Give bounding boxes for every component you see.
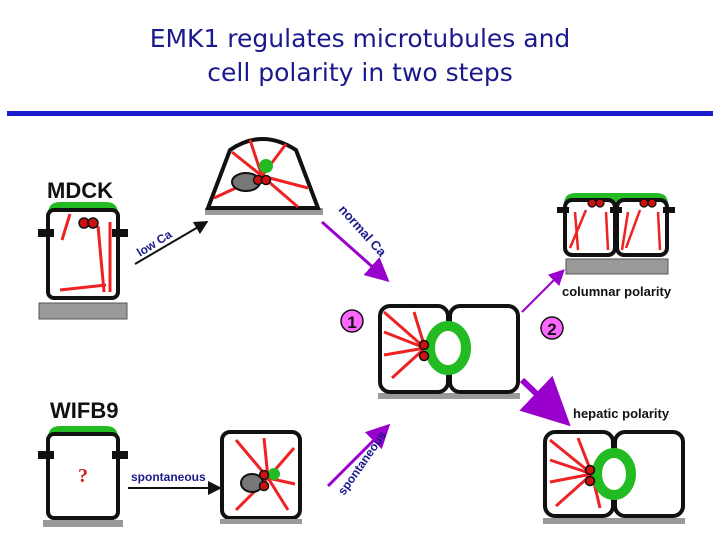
low-ca-arrow xyxy=(134,220,209,265)
spontaneous-label-horizontal: spontaneous xyxy=(131,470,206,484)
apical-lumen xyxy=(592,448,636,500)
hepatic-polarity-label: hepatic polarity xyxy=(573,406,670,421)
step2-badge xyxy=(540,316,564,340)
hepatic-arrow xyxy=(519,375,571,427)
columnar-doublet xyxy=(557,193,675,275)
centrosome xyxy=(258,480,270,492)
centrosome xyxy=(587,198,597,208)
centrosome xyxy=(260,174,272,186)
tight-junction xyxy=(112,229,128,237)
tight-junction xyxy=(610,207,622,213)
microtubule xyxy=(59,213,112,293)
step1-badge xyxy=(340,309,364,333)
tight-junction xyxy=(557,207,569,213)
substrate xyxy=(378,393,520,399)
title-line-2: cell polarity in two steps xyxy=(207,58,513,87)
wifb9-cell: ? xyxy=(38,426,128,527)
centrosome xyxy=(87,217,99,229)
mdck-cell xyxy=(38,202,128,320)
centrosome xyxy=(418,339,430,351)
title-line-1: EMK1 regulates microtubules and xyxy=(149,24,571,53)
mdck-label: MDCK xyxy=(47,178,113,203)
tight-junction xyxy=(112,451,128,459)
emk1-green-patch xyxy=(259,159,273,173)
columnar-arrow xyxy=(521,269,565,313)
centrosome xyxy=(639,198,649,208)
columnar-polarity-label: columnar polarity xyxy=(562,284,672,299)
substrate xyxy=(205,208,323,215)
tight-junction xyxy=(38,451,54,459)
centrosome xyxy=(258,469,270,481)
wifb9-intermediate-cell xyxy=(220,430,302,524)
unknown-question-mark: ? xyxy=(78,465,88,487)
centrosome xyxy=(584,475,596,487)
tight-junction xyxy=(38,229,54,237)
cell-body xyxy=(46,432,120,520)
wifb9-label: WIFB9 xyxy=(50,398,118,423)
microtubule xyxy=(568,209,662,251)
substrate xyxy=(43,520,123,527)
substrate xyxy=(220,519,302,524)
intermediate-doublet xyxy=(378,304,520,399)
apical-lumen xyxy=(425,321,471,375)
centrosome xyxy=(418,350,430,362)
step2-label: 2 xyxy=(547,320,556,339)
spontaneous-arrow-diagonal xyxy=(326,423,391,488)
centrosome xyxy=(584,464,596,476)
substrate xyxy=(565,258,669,275)
substrate xyxy=(543,518,685,524)
spontaneous-label-diagonal: spontaneous xyxy=(335,428,389,497)
normal-ca-arrow xyxy=(321,220,390,282)
title-rule xyxy=(7,111,713,116)
hepatic-doublet xyxy=(543,430,685,524)
slide-title: EMK1 regulates microtubules and cell pol… xyxy=(0,22,720,90)
substrate xyxy=(38,302,128,320)
centrosome xyxy=(647,198,657,208)
normal-ca-label: normal Ca xyxy=(336,202,390,260)
emk1-green-patch xyxy=(268,468,280,480)
tight-junction xyxy=(663,207,675,213)
centrosome xyxy=(595,198,605,208)
low-ca-cell xyxy=(205,137,323,215)
step1-label: 1 xyxy=(347,313,356,332)
